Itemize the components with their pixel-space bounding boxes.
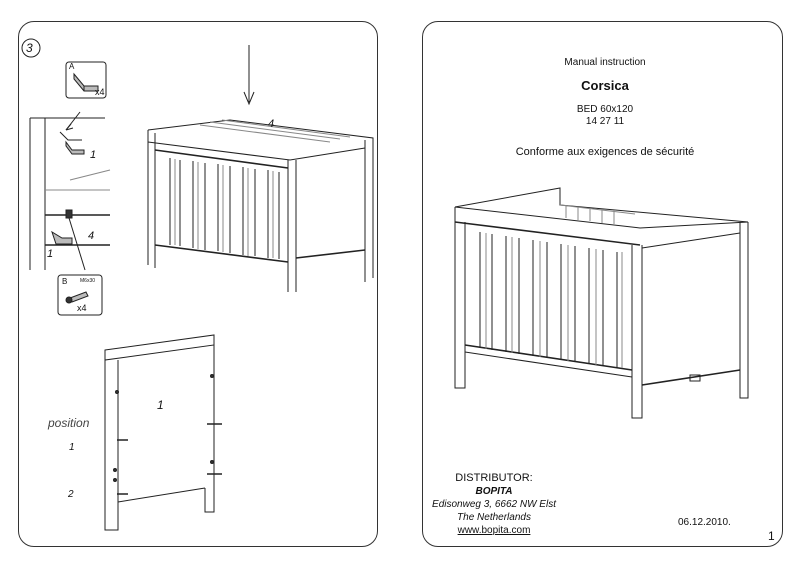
position-1: 1 [69,442,75,453]
company-name: BOPITA [475,486,513,497]
product-size: BED 60x120 [576,104,634,115]
label-1a: 1 [90,149,97,161]
product-name: Corsica [581,78,629,93]
label-1b: 1 [47,248,54,260]
count-4-crib: 4 [268,118,275,130]
position-2: 2 [68,489,74,500]
manual-instruction-label: Manual instruction [564,57,646,68]
part-b-count: x4 [77,303,87,313]
page-number: 1 [768,529,775,543]
company-website[interactable]: www.bopita.com [457,525,531,536]
company-country: The Netherlands [457,512,531,523]
detail-frame [29,111,111,271]
step-number: 3 [26,41,33,55]
part-a-letter: A [69,62,75,71]
side-panel-drawing [104,334,222,531]
panel-number: 1 [157,398,164,412]
part-b-box [57,274,103,316]
step-circle [21,38,41,58]
part-b-letter: B [62,277,68,286]
part-a-count: x4 [95,87,105,97]
company-address: Edisonweg 3, 6662 NW Elst [432,499,556,510]
product-code: 14 27 11 [585,116,625,127]
document-date: 06.12.2010. [678,517,731,528]
assembly-step-panel [18,21,378,547]
distributor-label: DISTRIBUTOR: [455,472,533,484]
position-title: position [48,416,90,430]
count-4-detail: 4 [88,230,95,242]
safety-note: Conforme aux exigences de sécurité [515,146,695,158]
part-b-size: M6x30 [80,278,96,284]
part-a-box [65,61,107,99]
crib-drawing-top [147,45,374,292]
